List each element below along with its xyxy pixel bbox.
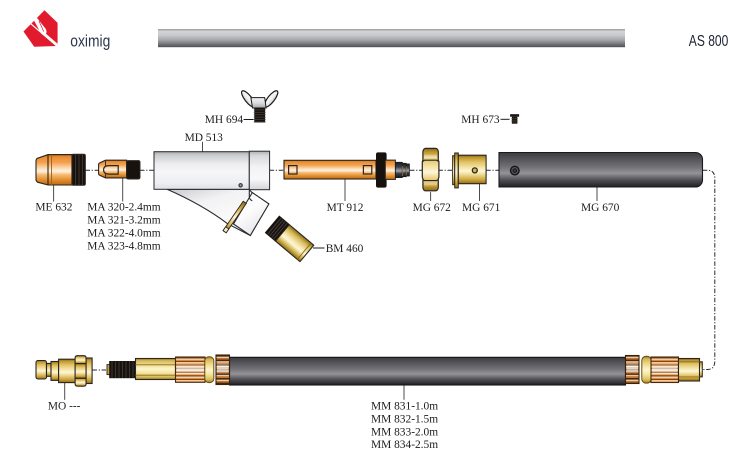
svg-text:MA 321-3.2mm: MA 321-3.2mm: [87, 215, 161, 227]
svg-text:MH 673: MH 673: [461, 114, 500, 126]
svg-text:MA 320-2.4mm: MA 320-2.4mm: [87, 202, 161, 214]
svg-text:MG 671: MG 671: [462, 202, 501, 214]
svg-text:MG 670: MG 670: [581, 202, 620, 214]
svg-text:AS 800: AS 800: [689, 33, 729, 50]
svg-text:MM 831-1.0m: MM 831-1.0m: [371, 401, 438, 413]
svg-text:MM 834-2.5m: MM 834-2.5m: [371, 439, 438, 451]
svg-text:MD 513: MD 513: [185, 132, 224, 144]
svg-text:ME 632: ME 632: [35, 202, 72, 214]
svg-text:oximig: oximig: [70, 33, 110, 51]
svg-text:MG 672: MG 672: [413, 202, 452, 214]
svg-text:MH 694: MH 694: [205, 114, 244, 126]
svg-text:MO ---: MO ---: [48, 401, 81, 413]
svg-text:MM 832-1.5m: MM 832-1.5m: [371, 414, 438, 426]
svg-text:BM 460: BM 460: [326, 243, 364, 255]
svg-text:MA 323-4.8mm: MA 323-4.8mm: [87, 240, 161, 252]
svg-text:MT 912: MT 912: [327, 202, 364, 214]
svg-text:MM 833-2.0m: MM 833-2.0m: [371, 426, 438, 438]
svg-text:MA 322-4.0mm: MA 322-4.0mm: [87, 227, 161, 239]
